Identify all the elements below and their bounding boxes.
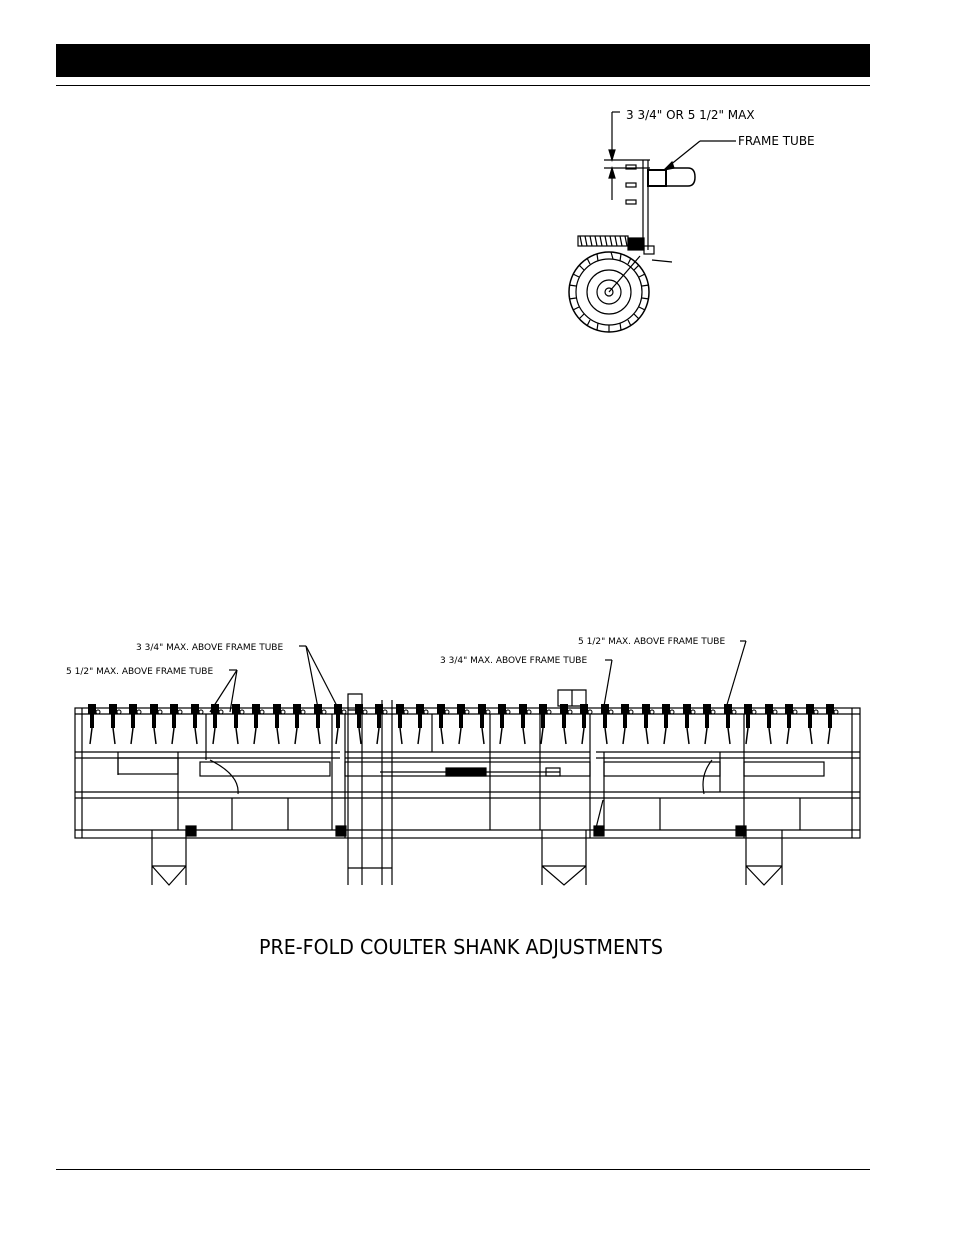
callout-upper-left: 3 3/4" MAX. ABOVE FRAME TUBE — [136, 643, 283, 653]
coulter-shank — [519, 704, 532, 745]
coulter-shank — [662, 704, 675, 745]
coulter-shank — [806, 704, 819, 745]
coulter-shank — [826, 704, 839, 745]
coulter-shank — [683, 704, 696, 745]
front-view-diagram — [74, 640, 861, 886]
callout-lower-right: 3 3/4" MAX. ABOVE FRAME TUBE — [440, 656, 587, 666]
coulter-shank — [211, 704, 224, 745]
callout-upper-right: 5 1/2" MAX. ABOVE FRAME TUBE — [578, 637, 725, 647]
coulter-shank — [744, 704, 757, 745]
coulter-shank — [355, 704, 368, 745]
footer-rule — [56, 1169, 870, 1170]
coulter-shank — [642, 704, 655, 745]
coulter-shank — [88, 704, 101, 745]
coulter-shank — [560, 704, 573, 745]
coulter-shank — [416, 704, 429, 745]
coulter-shank — [437, 704, 450, 745]
coulter-shank — [191, 704, 204, 745]
coulter-shank — [580, 704, 593, 745]
frame-tube-label: FRAME TUBE — [738, 134, 815, 148]
coulter-shanks — [88, 704, 839, 745]
coulter-shank — [498, 704, 511, 745]
coulter-shank — [375, 704, 388, 745]
coulter-shank — [252, 704, 265, 745]
coulter-shank — [703, 704, 716, 745]
coulter-shank — [478, 704, 491, 745]
coulter-shank — [170, 704, 183, 745]
figure-caption: PRE-FOLD COULTER SHANK ADJUSTMENTS — [259, 935, 663, 959]
coulter-shank — [273, 704, 286, 745]
callout-lower-left: 5 1/2" MAX. ABOVE FRAME TUBE — [66, 667, 213, 677]
coulter-shank — [621, 704, 634, 745]
coulter-shank — [293, 704, 306, 745]
coulter-shank — [601, 704, 614, 745]
coulter-shank — [724, 704, 737, 745]
coulter-shank — [150, 704, 163, 745]
coulter-shank — [232, 704, 245, 745]
coulter-shank — [109, 704, 122, 745]
coulter-shank — [785, 704, 798, 745]
coulter-shank — [396, 704, 409, 745]
side-view-diagram — [568, 111, 736, 333]
coulter-shank — [314, 704, 327, 745]
header-rule — [56, 85, 870, 86]
coulter-shank — [457, 704, 470, 745]
coulter-shank — [765, 704, 778, 745]
side-dimension-label: 3 3/4" OR 5 1/2" MAX — [626, 108, 755, 122]
coulter-shank — [539, 704, 552, 745]
coulter-shank — [129, 704, 142, 745]
coulter-shank — [334, 704, 347, 745]
header-bar — [56, 44, 870, 77]
